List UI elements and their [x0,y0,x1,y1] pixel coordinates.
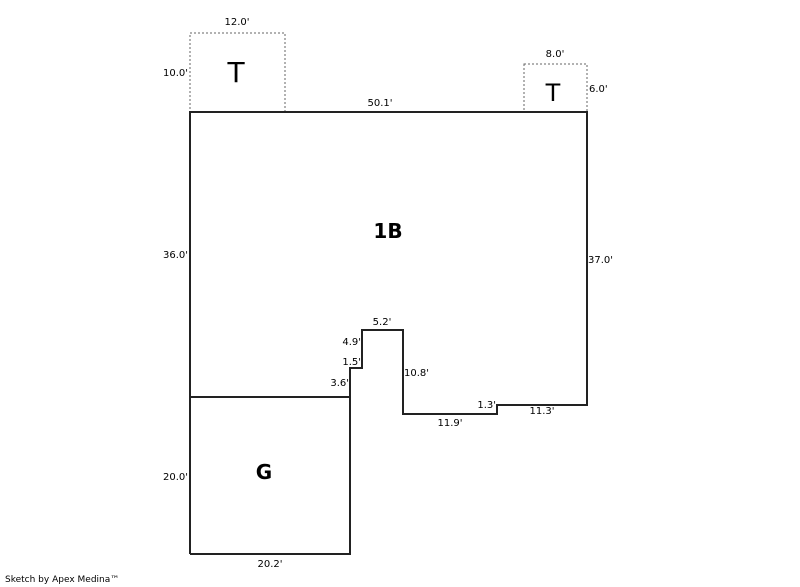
dim-garage-bottom: 20.2' [257,559,282,570]
dim-notch-left-upper: 4.9' [342,337,361,348]
dim-main-right: 37.0' [588,255,613,266]
dim-bottom-middle: 11.9' [437,418,462,429]
dim-main-top: 50.1' [367,98,392,109]
sketch-credit: Sketch by Apex Medina™ [5,575,119,585]
garage-label: G [256,460,272,484]
dim-terrace-right-height: 6.0' [589,84,608,95]
main-area-outline [189,111,588,554]
dim-garage-left: 20.0' [163,472,188,483]
dim-bottom-right: 11.3' [529,406,554,417]
dim-main-left: 36.0' [163,250,188,261]
main-area-label: 1B [373,219,402,243]
dim-notch-right: 10.8' [404,368,429,379]
dim-notch-step: 1.5' [342,357,361,368]
garage-outline [190,396,351,555]
dim-terrace-left-height: 10.0' [163,68,188,79]
terrace-right-label: T [545,79,561,107]
terrace-left-label: T [226,56,245,89]
dim-terrace-right-width: 8.0' [546,49,565,60]
dim-bottom-step: 1.3' [477,400,496,411]
dim-notch-left-lower: 3.6' [330,378,349,389]
terrace-right-outline [523,63,588,113]
dim-notch-top: 5.2' [373,317,392,328]
dim-terrace-left-width: 12.0' [224,17,249,28]
